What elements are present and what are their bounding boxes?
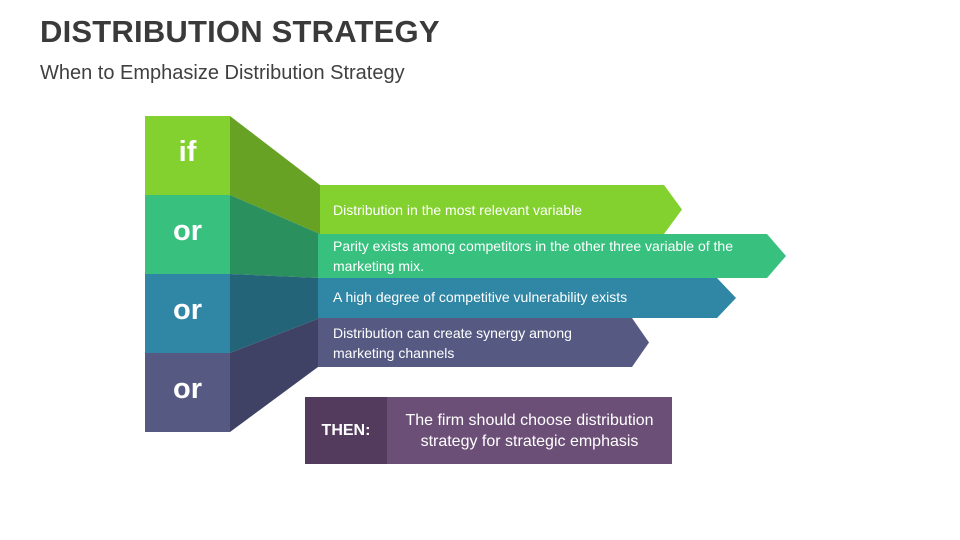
block-or-3	[145, 353, 230, 432]
condition-text-1: Distribution in the most relevant variab…	[333, 202, 583, 218]
then-text-box	[387, 397, 672, 464]
condition-arrow-2	[318, 234, 786, 278]
condition-arrow-1	[320, 185, 682, 234]
condition-text-2: Parity exists among competitors in the o…	[333, 238, 733, 274]
block-if	[145, 116, 230, 195]
connector-if	[230, 116, 320, 234]
block-or-1	[145, 195, 230, 274]
condition-text-4: Distribution can create synergy among ma…	[333, 325, 572, 361]
condition-arrow-4	[318, 318, 649, 367]
block-if-label: if	[178, 136, 197, 168]
then-text: The firm should choose distribution stra…	[405, 411, 654, 450]
block-or-2	[145, 274, 230, 353]
connector-or-2	[230, 274, 320, 353]
connector-or-1	[230, 195, 320, 278]
page-subtitle: When to Emphasize Distribution Strategy	[40, 62, 405, 84]
then-label-box	[305, 397, 387, 464]
block-or-3-label: or	[173, 373, 202, 405]
block-or-1-label: or	[173, 215, 202, 247]
page-title: DISTRIBUTION STRATEGY	[40, 14, 440, 49]
condition-text-3: A high degree of competitive vulnerabili…	[333, 289, 628, 305]
block-or-2-label: or	[173, 294, 202, 326]
then-label: THEN:	[321, 422, 371, 439]
condition-arrow-3	[318, 278, 736, 318]
connector-or-3	[230, 318, 320, 432]
